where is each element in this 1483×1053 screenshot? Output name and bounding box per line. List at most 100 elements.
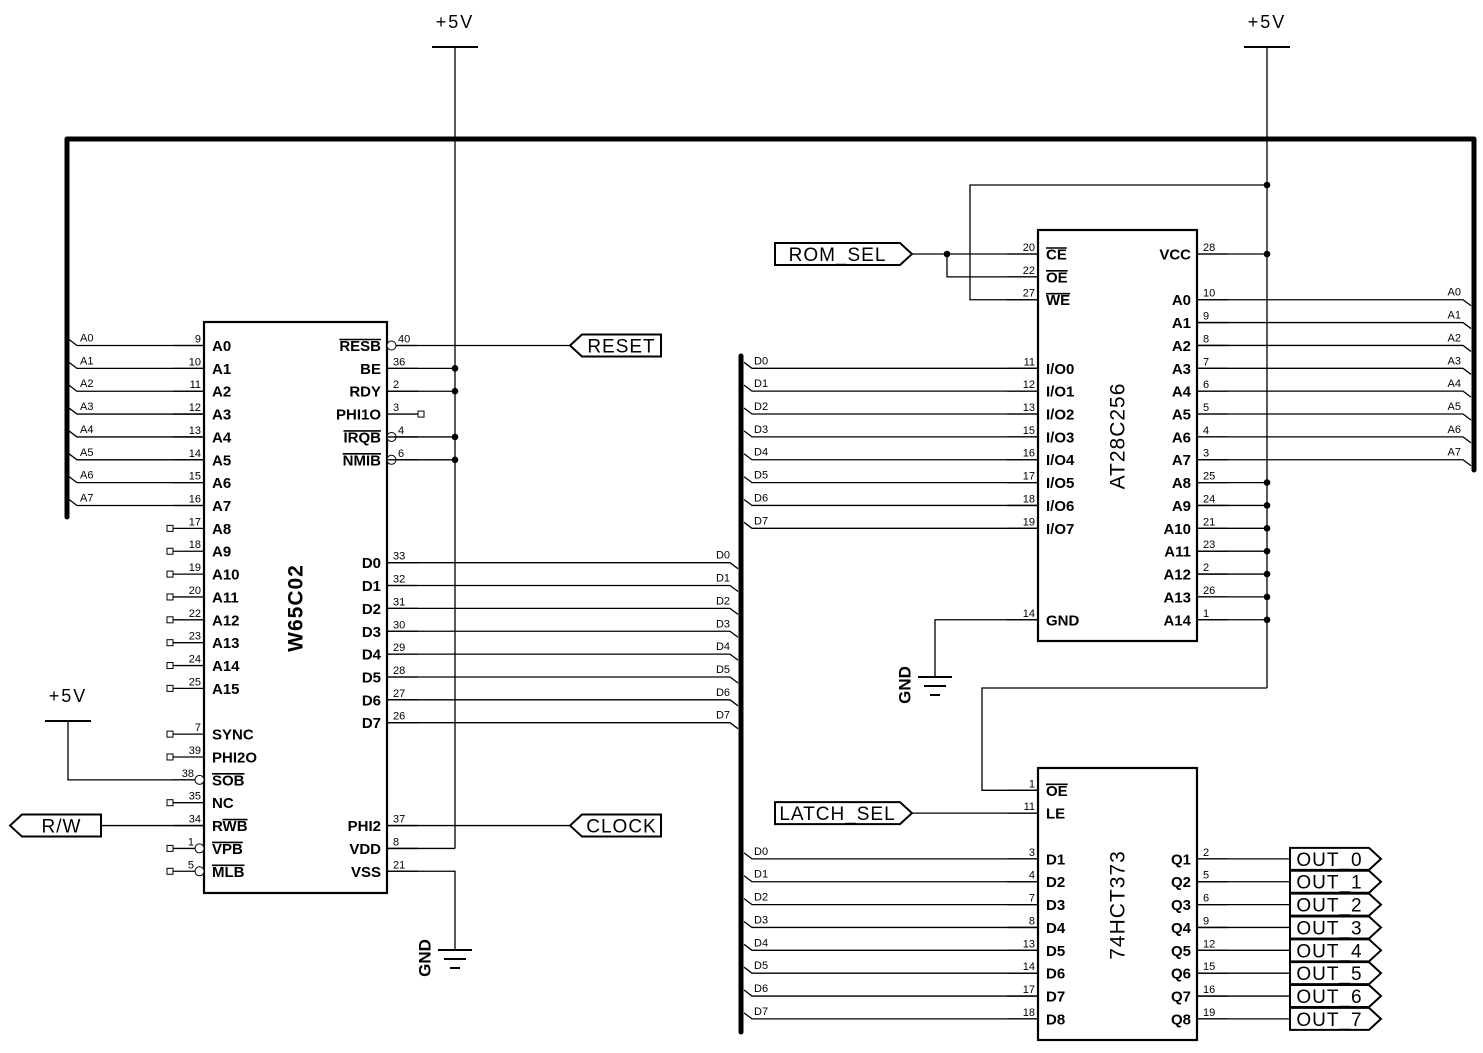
net-label-output: OUT_7 (1289, 1006, 1383, 1031)
pin-name: Q3 (1171, 897, 1191, 914)
pin-number: 8 (1203, 333, 1209, 345)
bus-entry-wire (68, 384, 204, 392)
bus-entry-wire (387, 607, 739, 615)
bus-entry-wire (743, 852, 1038, 860)
pin-name: A3 (212, 407, 231, 424)
bus-net-label: A3 (1448, 355, 1461, 367)
pin-number: 34 (189, 814, 201, 826)
no-connect-marker (166, 570, 174, 578)
no-connect-marker (166, 867, 174, 875)
pin-number: 24 (189, 654, 201, 666)
pin-name: A3 (1172, 361, 1191, 378)
bus-net-label: D6 (754, 492, 768, 504)
pin-name: I/O0 (1046, 361, 1074, 378)
pin-name: CE (1046, 247, 1067, 264)
pin-name: I/O5 (1046, 475, 1074, 492)
pin-name: D7 (1046, 989, 1065, 1006)
pin-number: 8 (1029, 915, 1035, 927)
pin-name: SOB (212, 772, 245, 789)
chip-part-number: 74HCT373 (1107, 850, 1130, 960)
net-label-text: R/W (42, 817, 82, 838)
pin-name: A2 (1172, 338, 1191, 355)
bus-entry-wire (743, 920, 1038, 929)
net-label-text: LATCH_SEL (779, 804, 895, 825)
bus-net-label: A0 (80, 333, 93, 345)
net-label-rom-sel: ROM_SEL (774, 242, 914, 266)
pin-number: 17 (1023, 471, 1035, 483)
pin-number: 17 (1023, 984, 1035, 996)
sob-wire (67, 721, 195, 781)
pin-name: I/O3 (1046, 429, 1074, 446)
bus-net-label: A3 (80, 401, 93, 413)
net-label-text: OUT_5 (1296, 964, 1362, 985)
bus-net-label: A6 (80, 470, 93, 482)
pin-name: D4 (1046, 920, 1066, 937)
ground-symbol-cpu: GND (416, 939, 472, 977)
pin-number: 22 (1023, 265, 1035, 277)
bus-net-label: A7 (1448, 447, 1461, 459)
bus-net-label: D4 (754, 447, 768, 459)
junction-dot (1263, 570, 1271, 578)
net-label-output: OUT_2 (1289, 892, 1383, 917)
net-label-outline (1289, 938, 1383, 963)
bus-entry-wire (68, 407, 204, 415)
net-label-outline (774, 801, 914, 826)
pin-name: A9 (212, 544, 231, 561)
pin-number: 15 (189, 471, 201, 483)
bus-entry-wire (68, 498, 204, 507)
bus-net-label: D5 (716, 664, 730, 676)
bus-net-label: A5 (1448, 401, 1461, 413)
pin-number: 26 (393, 711, 405, 723)
pin-number: 5 (1203, 870, 1209, 882)
pin-name: Q7 (1171, 989, 1191, 1006)
pin-name: A14 (212, 658, 240, 675)
net-label-outline (568, 333, 662, 358)
pin-name: A1 (1172, 315, 1191, 332)
no-connect-marker (166, 684, 174, 692)
bus-entry-wire (1197, 299, 1472, 307)
bus-entry-wire (743, 898, 1038, 906)
pin-number: 19 (1023, 516, 1035, 528)
pin-name: I/O6 (1046, 498, 1074, 515)
net-label-outline (8, 813, 102, 838)
net-label-output: OUT_4 (1289, 938, 1383, 963)
pin-number: 13 (189, 425, 201, 437)
pin-name: I/O4 (1046, 452, 1075, 469)
bus-entry-wire (387, 630, 739, 638)
pin-name: A9 (1172, 498, 1191, 515)
bus-net-label: D2 (716, 595, 730, 607)
bus-entry-wire (68, 453, 204, 461)
pin-number: 9 (1203, 311, 1209, 323)
ground-symbol-rom: GND (896, 666, 952, 704)
pin-name: WE (1046, 292, 1070, 309)
pin-name: A12 (212, 612, 240, 629)
bus-net-label: A6 (1448, 424, 1461, 436)
bus-net-label: A0 (1448, 287, 1461, 299)
pin-name: D6 (362, 692, 381, 709)
power-label: +5V (1248, 12, 1287, 32)
bus-net-label: D2 (754, 401, 768, 413)
bus-net-label: A2 (80, 378, 93, 390)
pin-name: NMIB (343, 452, 381, 469)
bus-entry-wire (743, 989, 1038, 997)
pin-name: D6 (1046, 966, 1065, 983)
